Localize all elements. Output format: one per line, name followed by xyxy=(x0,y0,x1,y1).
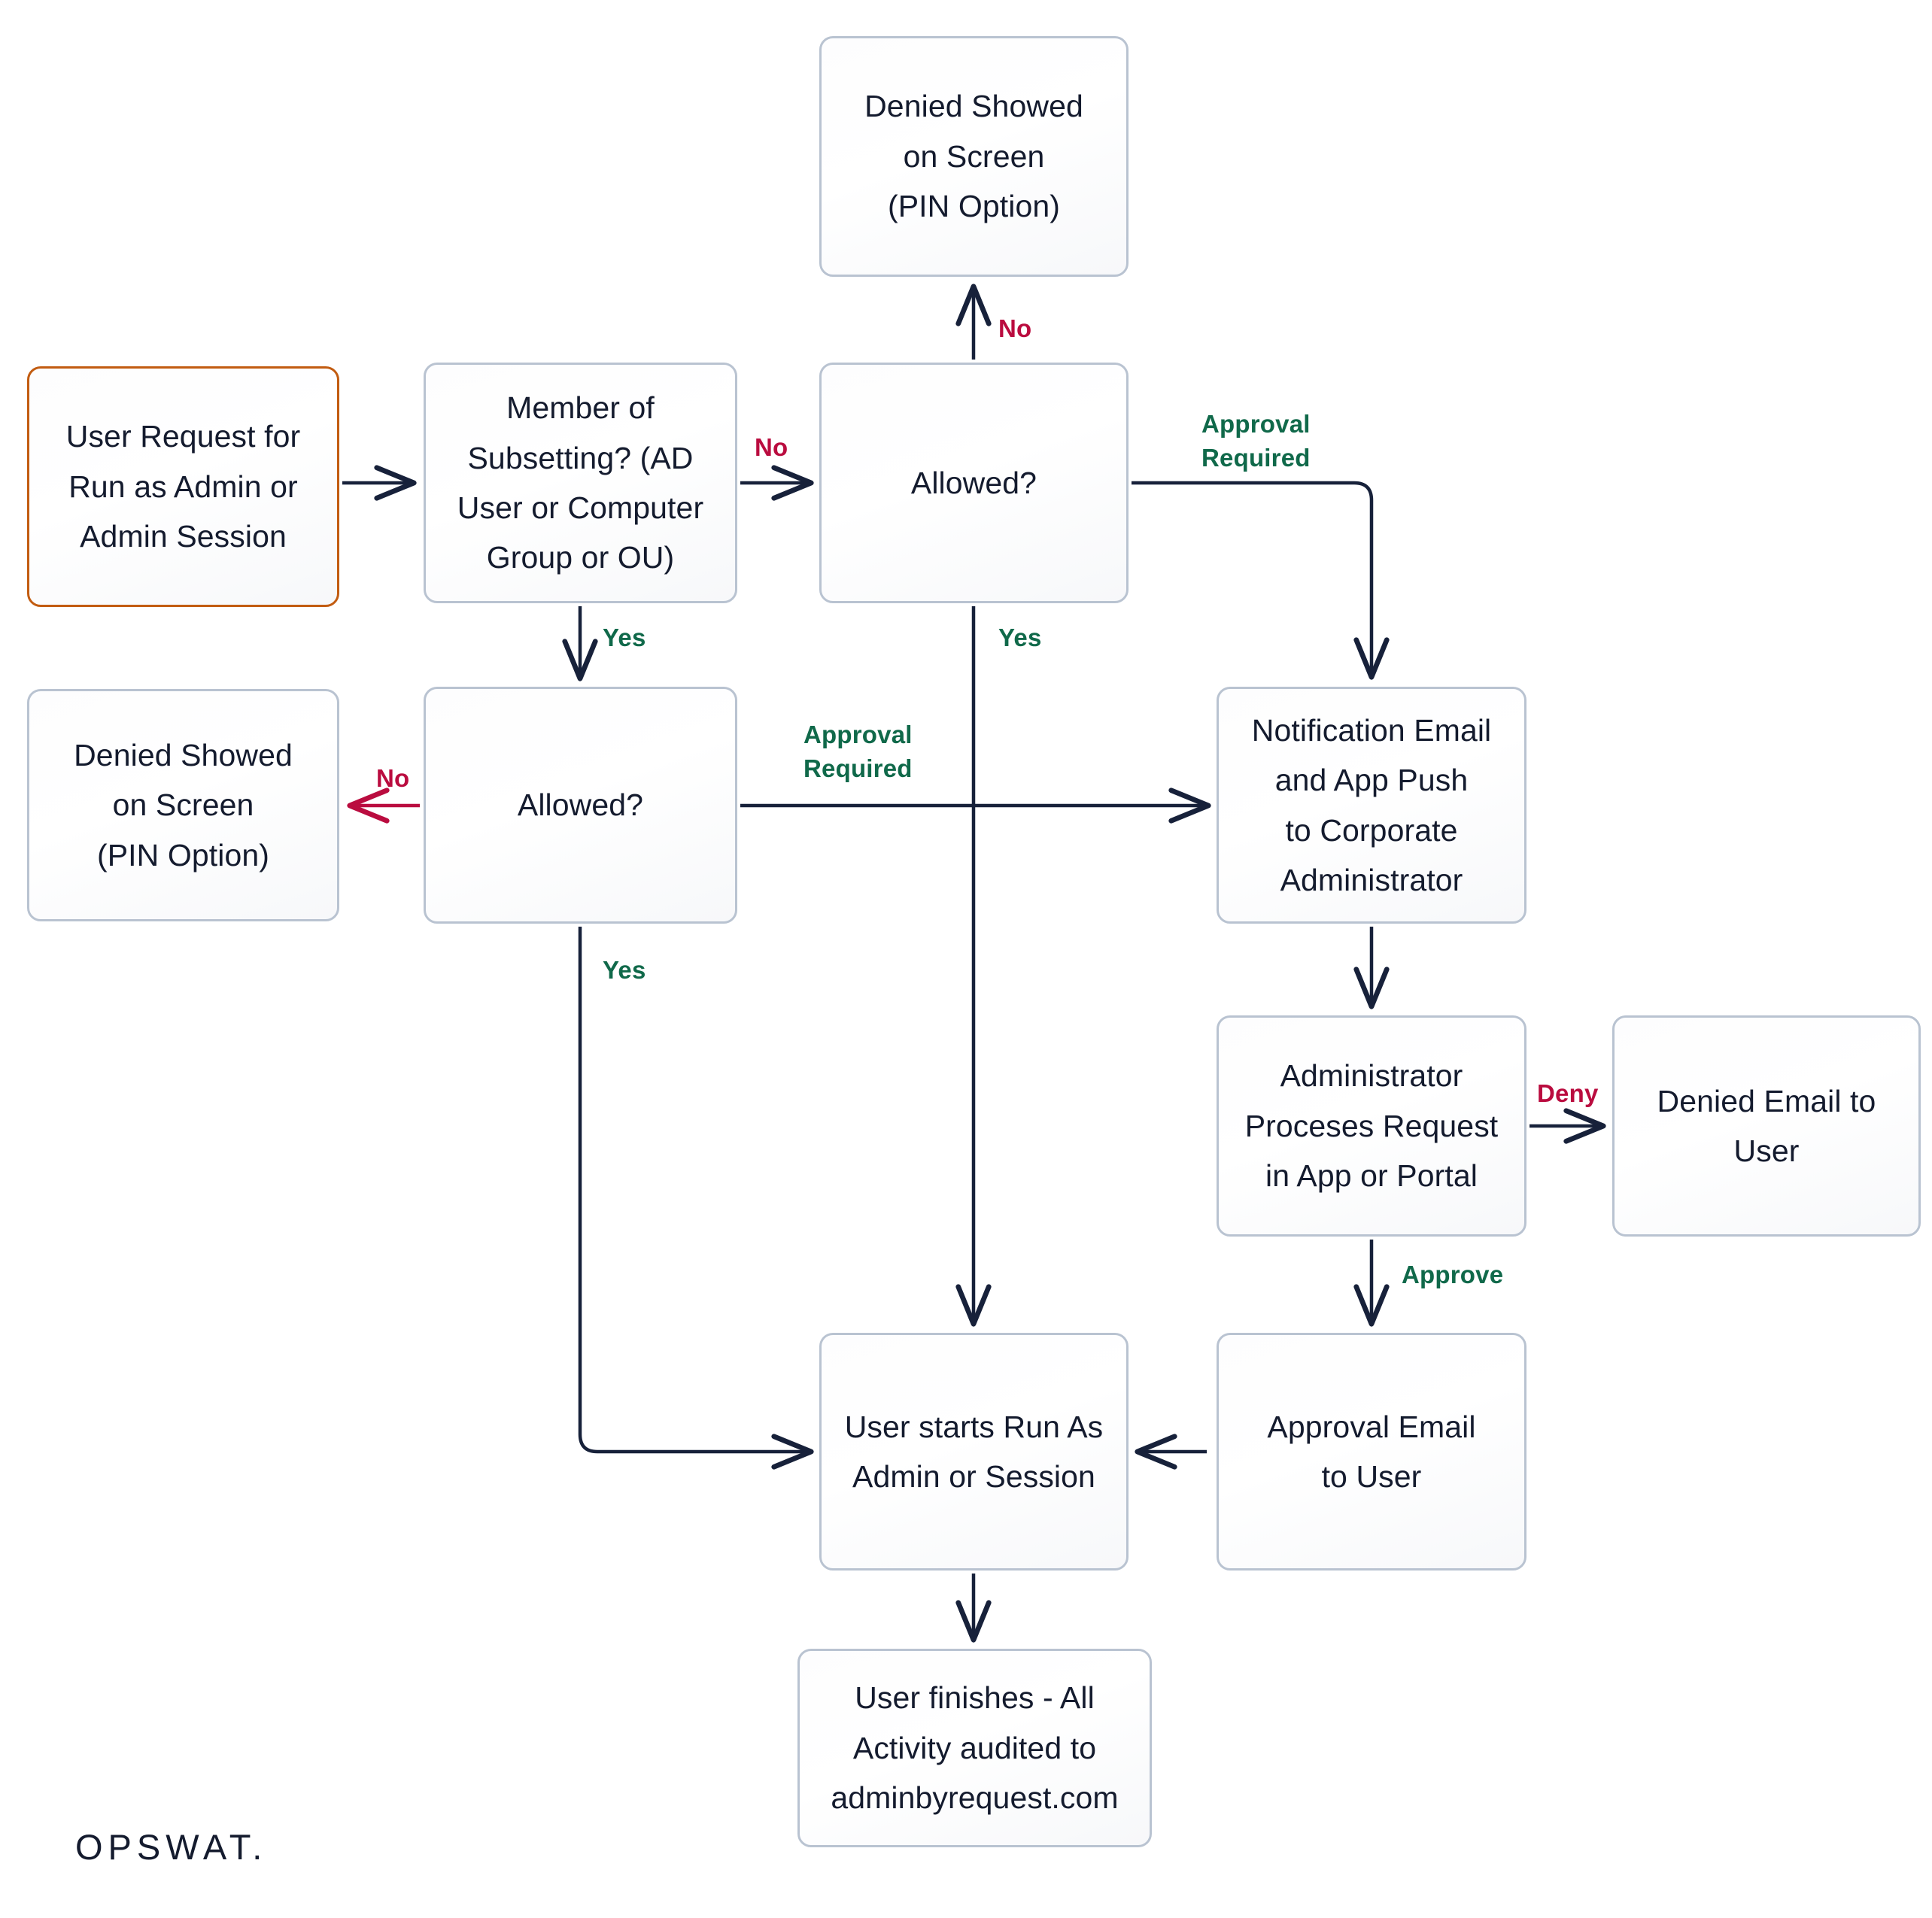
edge-label-yes-subsetting: Yes xyxy=(603,624,646,651)
edge-label-yes-allowed-top: Yes xyxy=(998,624,1042,651)
edge-label-approval-required-top: Approval Required xyxy=(1201,410,1311,472)
edge-label-approval-required-bottom: Approval Required xyxy=(803,721,913,782)
allowed-decision-top-node[interactable]: Allowed? xyxy=(819,363,1129,603)
edge-label-yes-allowed-bottom: Yes xyxy=(603,956,646,984)
edge-label-no-middle: No xyxy=(755,433,788,461)
allowed-decision-top-node-label: Allowed? xyxy=(910,465,1037,500)
edge-label-approve: Approve xyxy=(1402,1261,1504,1288)
opswat-logo: OPSWAT. xyxy=(75,1827,268,1867)
edge-label-no-top: No xyxy=(998,314,1032,342)
allowed-decision-bottom-node[interactable]: Allowed? xyxy=(424,687,737,924)
edge-label-deny: Deny xyxy=(1537,1079,1599,1107)
edge-allowed-top-approval-to-notification xyxy=(1132,481,1390,680)
allowed-decision-bottom-node-label: Allowed? xyxy=(517,788,644,823)
edge-label-no-left: No xyxy=(376,764,410,792)
edge-allowed-bottom-yes-to-user-starts xyxy=(578,927,814,1470)
opswat-wordmark: OPSWAT. xyxy=(75,1827,268,1867)
